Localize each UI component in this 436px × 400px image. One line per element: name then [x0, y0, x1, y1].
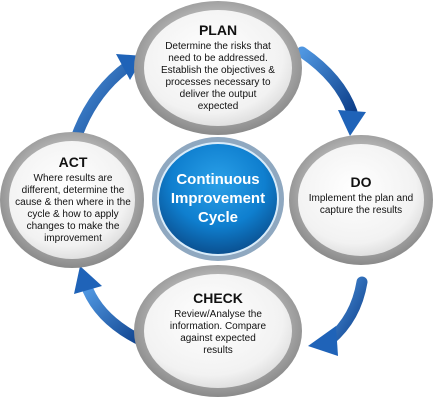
plan-title: PLAN [198, 22, 238, 38]
plan-line-4: processes necessary to [165, 77, 271, 88]
do-title: DO [350, 174, 372, 190]
arrow-check-to-act [74, 266, 150, 348]
arrow-do-to-check [308, 276, 368, 356]
act-title: ACT [58, 154, 88, 170]
arrow-act-to-plan [68, 54, 144, 150]
act-line-4: cycle & how to apply [27, 209, 119, 220]
act-line-6: improvement [44, 233, 102, 244]
plan-line-5: deliver the output [179, 89, 257, 100]
check-phase: CHECK Review/Analyse the information. Co… [146, 290, 290, 357]
act-line-3: cause & then where in the [15, 197, 131, 208]
arrow-plan-to-do [296, 46, 366, 136]
plan-line-3: Establish the objectives & [161, 65, 275, 76]
plan-line-2: need to be addressed. [168, 53, 268, 64]
plan-circle [134, 1, 302, 135]
plan-line-1: Determine the risks that [165, 41, 271, 52]
plan-line-6: expected [197, 101, 239, 112]
center-line-3: Cycle [197, 209, 239, 226]
act-circle [0, 132, 144, 268]
do-circle [289, 135, 433, 265]
check-line-4: results [203, 345, 233, 356]
check-circle [134, 265, 302, 397]
act-line-1: Where results are [33, 173, 113, 184]
check-line-2: information. Compare [169, 321, 267, 332]
center-circle [152, 137, 284, 261]
act-phase: ACT Where results are different, determi… [8, 154, 138, 245]
do-phase: DO Implement the plan and capture the re… [296, 174, 426, 217]
check-title: CHECK [193, 290, 243, 306]
center-line-2: Improvement [170, 190, 266, 207]
act-line-5: changes to make the [26, 221, 120, 232]
act-line-2: different, determine the [21, 185, 125, 196]
center-line-1: Continuous [176, 171, 260, 188]
check-line-3: against expected [180, 333, 256, 344]
plan-phase: PLAN Determine the risks that need to be… [143, 22, 293, 113]
center-label: Continuous Improvement Cycle [158, 170, 278, 227]
check-line-1: Review/Analyse the [174, 309, 262, 320]
do-line-2: capture the results [319, 205, 403, 216]
do-line-1: Implement the plan and [308, 193, 414, 204]
